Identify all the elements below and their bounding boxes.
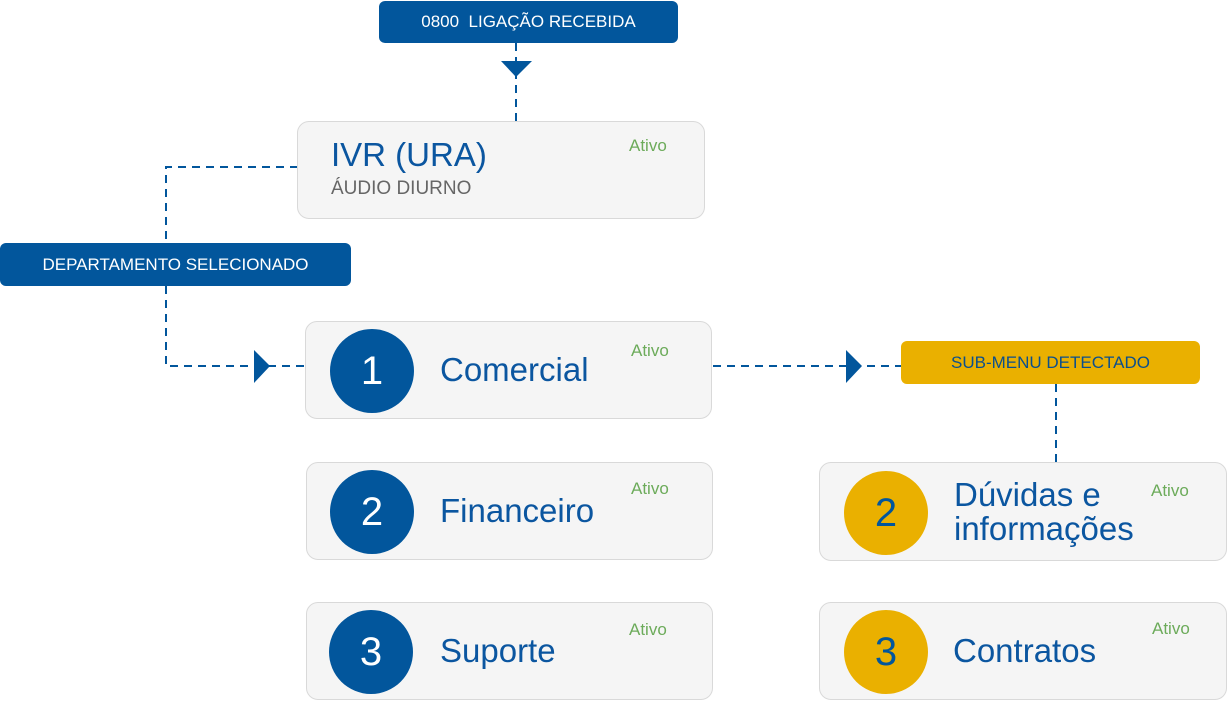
department-card-comercial[interactable]: 1 Comercial Ativo (305, 321, 712, 419)
option-number: 2 (874, 490, 898, 535)
status-badge: Ativo (629, 136, 667, 155)
submenu-detected-label: SUB-MENU DETECTADO (951, 352, 1150, 372)
status-badge: Ativo (1151, 481, 1189, 500)
status-badge: Ativo (1152, 619, 1190, 638)
status-badge: Ativo (631, 341, 669, 360)
ivr-card[interactable]: IVR (URA) ÁUDIO DIURNO Ativo (297, 121, 705, 219)
submenu-option-name-line1: Dúvidas e (954, 476, 1101, 513)
submenu-card-contratos[interactable]: 3 Contratos Ativo (819, 602, 1227, 700)
option-number: 3 (874, 629, 898, 674)
option-number: 1 (360, 348, 384, 393)
ivr-subtitle: ÁUDIO DIURNO (331, 178, 472, 199)
status-badge: Ativo (631, 479, 669, 498)
option-number-badge: 3 (329, 610, 413, 694)
ivr-title: IVR (URA) (331, 136, 487, 173)
department-name: Financeiro (440, 492, 595, 529)
arrow-right-icon (254, 350, 270, 383)
submenu-option-name: Dúvidas e informações (954, 478, 1134, 546)
option-number: 2 (360, 489, 384, 534)
department-name: Suporte (440, 632, 556, 669)
submenu-card-duvidas[interactable]: 2 Dúvidas e informações Ativo (819, 462, 1227, 561)
option-number-badge: 3 (844, 610, 928, 694)
connector-department-to-comercial (165, 286, 305, 367)
call-received-node: 0800 LIGAÇÃO RECEBIDA (379, 1, 678, 43)
option-number-badge: 2 (330, 470, 414, 554)
option-number: 3 (359, 629, 383, 674)
option-number-badge: 2 (844, 471, 928, 555)
submenu-option-name-line2: informações (954, 510, 1134, 547)
status-badge: Ativo (629, 620, 667, 639)
department-card-financeiro[interactable]: 2 Financeiro Ativo (306, 462, 713, 560)
call-received-label: 0800 LIGAÇÃO RECEBIDA (421, 12, 636, 31)
connector-ivr-to-department (165, 166, 298, 244)
department-selected-node: DEPARTAMENTO SELECIONADO (0, 243, 351, 286)
arrow-down-icon (501, 61, 532, 77)
department-name: Comercial (440, 351, 589, 388)
option-number-badge: 1 (330, 329, 414, 413)
submenu-detected-node: SUB-MENU DETECTADO (901, 341, 1200, 384)
arrow-right-icon (846, 350, 862, 383)
department-card-suporte[interactable]: 3 Suporte Ativo (306, 602, 713, 700)
department-selected-label: DEPARTAMENTO SELECIONADO (42, 254, 309, 274)
submenu-option-name: Contratos (953, 632, 1097, 669)
